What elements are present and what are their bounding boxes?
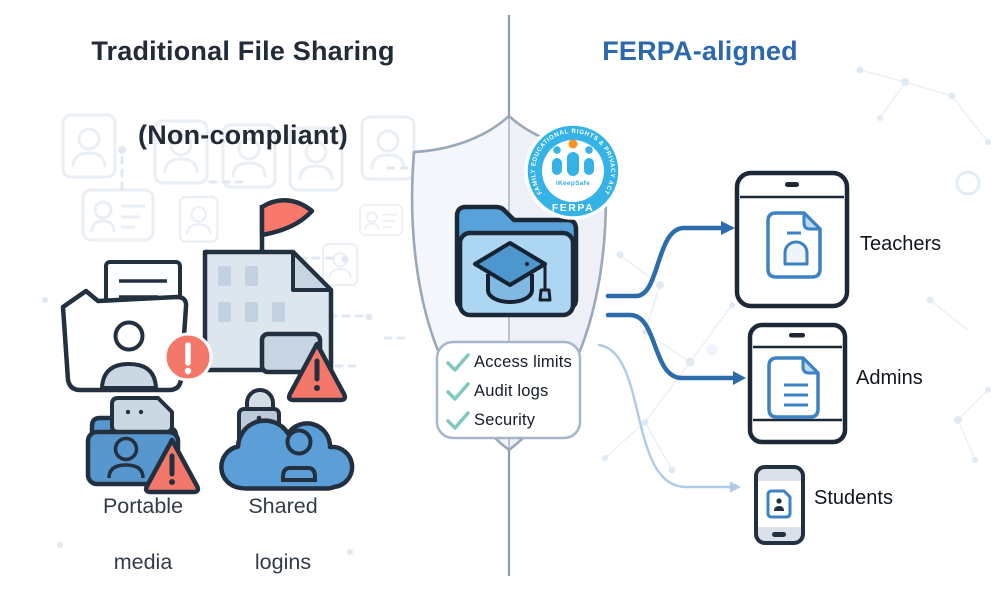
students-phone-icon bbox=[754, 465, 805, 545]
alert-circle-icon bbox=[163, 332, 213, 382]
red-flag-icon bbox=[259, 198, 315, 238]
arrow-to-teachers bbox=[605, 221, 735, 299]
person-icon bbox=[100, 320, 158, 390]
badge-label-text: FERPA bbox=[551, 202, 595, 214]
admins-tablet-icon bbox=[747, 322, 848, 445]
shared-logins-cloud-icon bbox=[219, 388, 355, 491]
portable-media-folder-icon bbox=[85, 396, 201, 495]
secure-folder-icon bbox=[454, 204, 579, 318]
ghost-contacts-pattern bbox=[42, 113, 416, 555]
ferpa-badge: FAMILY EDUCATIONAL RIGHTS & PRIVACY ACT bbox=[524, 122, 622, 220]
left-title-line2: (Non-compliant) bbox=[138, 120, 348, 150]
caption-shared-logins: Shared logins bbox=[248, 494, 318, 574]
caption-portable-media: Portable media bbox=[102, 494, 184, 574]
right-title: FERPA-aligned bbox=[602, 36, 798, 66]
warning-triangle-icon bbox=[286, 341, 348, 403]
school-building-icon bbox=[202, 198, 334, 375]
checklist-item: Security bbox=[474, 411, 536, 429]
secure-document-icon bbox=[766, 211, 822, 279]
checklist-item: Audit logs bbox=[474, 382, 549, 400]
leaked-folder-icon bbox=[60, 260, 213, 393]
arrow-to-students bbox=[597, 343, 741, 493]
arrow-to-admins bbox=[605, 312, 746, 385]
checkmark-icon bbox=[446, 353, 470, 430]
student-id-document-icon bbox=[766, 489, 792, 519]
left-title: Traditional File Sharing (Non-compliant) bbox=[43, 30, 443, 156]
person-icon bbox=[107, 436, 145, 479]
graduation-cap-icon bbox=[473, 241, 552, 304]
network-pattern bbox=[602, 66, 991, 474]
left-title-line1: Traditional File Sharing bbox=[91, 36, 395, 66]
ikeepsafe-logo-icon bbox=[552, 139, 594, 176]
recipient-label-admins: Admins bbox=[856, 367, 923, 389]
person-icon bbox=[281, 428, 317, 482]
recipient-label-students: Students bbox=[814, 487, 893, 509]
checklist-card bbox=[435, 340, 582, 440]
checklist-item: Access limits bbox=[474, 353, 572, 371]
badge-brand-text: iKeepSafe bbox=[555, 180, 591, 187]
teachers-tablet-icon bbox=[734, 170, 850, 309]
recipient-label-teachers: Teachers bbox=[860, 233, 942, 255]
report-document-icon bbox=[767, 356, 820, 419]
warning-triangle-icon bbox=[143, 437, 201, 495]
usb-drive-icon bbox=[110, 396, 174, 434]
